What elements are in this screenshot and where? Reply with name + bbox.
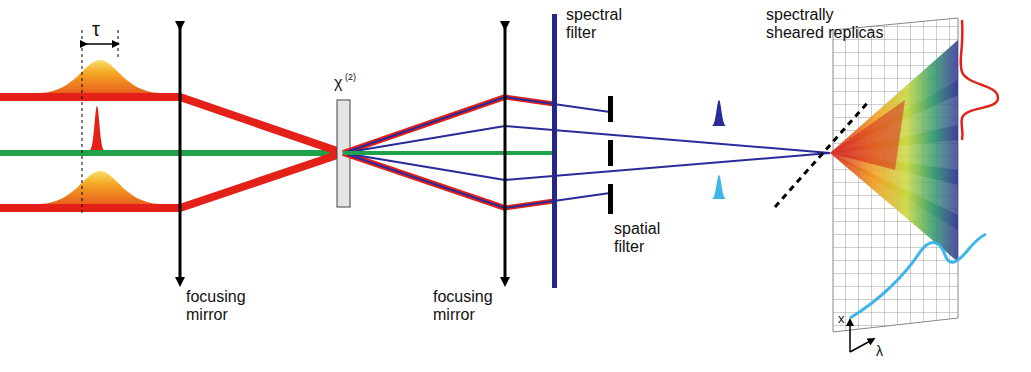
replica-label: spectrally sheared replicas — [766, 6, 888, 42]
filter-label: spatial filter — [614, 220, 684, 256]
delay-label: τ — [92, 18, 122, 40]
axis-label: x — [838, 312, 852, 326]
axis-label: λ — [876, 344, 892, 359]
filter-label: spectral filter — [566, 6, 646, 42]
mirror-label: focusing mirror — [433, 288, 505, 324]
crystal-order: (2) — [345, 72, 369, 82]
mirror-label: focusing mirror — [186, 288, 266, 324]
